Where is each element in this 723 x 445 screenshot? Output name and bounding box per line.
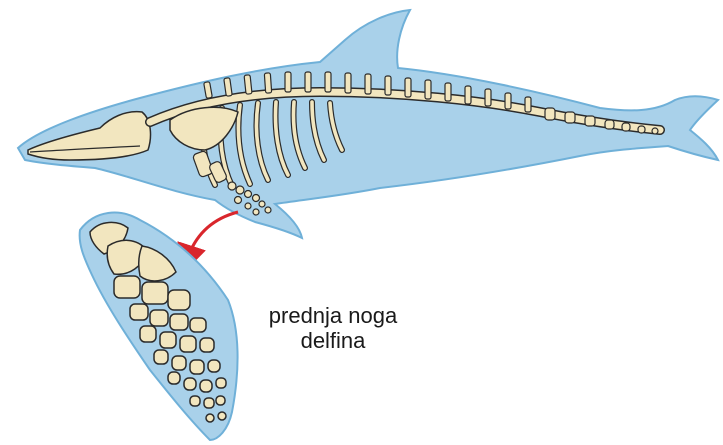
caption-line-2: delfina bbox=[248, 328, 418, 353]
dolphin-illustration bbox=[18, 10, 718, 238]
flipper-detail-illustration bbox=[80, 213, 238, 440]
caption-line-1: prednja noga bbox=[248, 303, 418, 328]
red-curved-arrow bbox=[187, 212, 238, 260]
flipper-bones bbox=[90, 222, 226, 422]
flipper-caption: prednja noga delfina bbox=[248, 303, 418, 353]
